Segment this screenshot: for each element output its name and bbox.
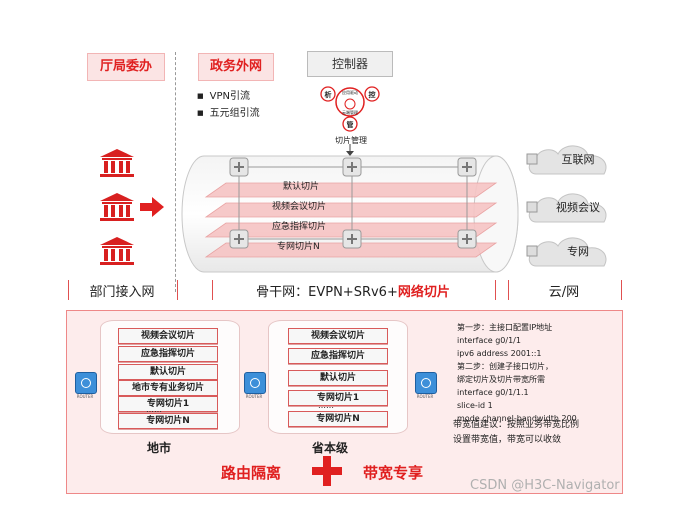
config-line: 绑定切片及切片带宽所需	[457, 375, 545, 384]
router-label: ROUTER	[245, 394, 263, 399]
ctrl-center-top-text: 应用驱动	[342, 89, 358, 95]
slice-mgmt-label: 切片管理	[335, 136, 367, 145]
bank-icon	[100, 237, 134, 265]
watermark: CSDN @H3C-Navigator	[470, 478, 620, 493]
bureau-tag: 厅局委办	[87, 53, 165, 81]
city-slice: 专网切片1	[118, 396, 218, 412]
backbone-slice-emergency: 应急指挥切片	[272, 222, 327, 232]
province-slice: 应急指挥切片	[288, 348, 388, 364]
divider-line	[175, 52, 176, 292]
router-node-icon	[457, 157, 477, 177]
bullet-5tuple: 五元组引流	[197, 105, 260, 122]
config-line: interface g0/1/1	[457, 336, 521, 345]
router-node-icon	[342, 157, 362, 177]
gov-extranet-tag: 政务外网	[198, 53, 274, 81]
config-line: 第一步：主接口配置IP地址	[457, 323, 553, 332]
bullet-vpn: VPN引流	[197, 88, 260, 105]
city-dots: ……	[146, 405, 162, 414]
ctrl-left-text: 析	[325, 90, 332, 99]
router-icon	[415, 372, 437, 394]
cloud-private: 专网	[567, 245, 589, 258]
province-label: 省本级	[312, 441, 349, 455]
router-node-icon	[229, 229, 249, 249]
city-slice: 应急指挥切片	[118, 346, 218, 362]
note-line: 带宽值建议：按照业务带宽比例	[453, 420, 580, 430]
city-slice: 地市专有业务切片	[118, 380, 218, 396]
backbone-red: 网络切片	[397, 285, 450, 300]
bullet-list: VPN引流 五元组引流	[197, 88, 260, 122]
config-block: 第一步：主接口配置IP地址 interface g0/1/1 ipv6 addr…	[457, 321, 577, 425]
config-line: slice-id 1	[457, 401, 493, 410]
router-node-icon	[229, 157, 249, 177]
controller-icon: 析 控 管 应用驱动 云端管理	[320, 86, 380, 132]
access-section-label: 部门接入网	[89, 285, 155, 300]
province-slice: 专网切片1	[288, 390, 388, 406]
ctrl-bottom-text: 管	[347, 120, 354, 129]
cloud-bracket	[508, 280, 622, 300]
config-line: interface g0/1/1.1	[457, 388, 529, 397]
backbone-prefix: 骨干网：EVPN+SRv6+	[256, 285, 398, 300]
city-slice: 视频会议切片	[118, 328, 218, 344]
cloud-group	[526, 145, 607, 267]
bank-icon	[100, 149, 134, 177]
ctrl-right-text: 控	[369, 90, 376, 99]
access-bracket	[68, 280, 178, 300]
config-line: mode channel-bandwidth 200	[457, 414, 577, 423]
bank-icon	[100, 193, 134, 221]
bandwidth-note: 带宽值建议：按照业务带宽比例 设置带宽值，带宽可以收敛	[453, 418, 579, 448]
cloud-section-label: 云/网	[548, 285, 580, 300]
province-slice: 默认切片	[288, 370, 388, 386]
router-icon	[75, 372, 97, 394]
router-node-icon	[342, 229, 362, 249]
cloud-internet: 互联网	[561, 153, 595, 166]
backbone-slice-default: 默认切片	[283, 182, 320, 192]
backbone-slice-private: 专网切片N	[277, 242, 320, 252]
backbone-cylinder	[181, 155, 519, 273]
router-node-icon	[457, 229, 477, 249]
backbone-bracket	[212, 280, 496, 300]
city-label: 地市	[147, 441, 172, 455]
router-label: ROUTER	[416, 394, 434, 399]
ctrl-center-bottom-text: 云端管理	[342, 109, 358, 115]
config-line: ipv6 address 2001::1	[457, 349, 542, 358]
controller-box: 控制器	[307, 51, 393, 77]
router-icon	[244, 372, 266, 394]
city-slice: 专网切片N	[118, 413, 218, 429]
backbone-section-label: 骨干网：EVPN+SRv6+网络切片	[212, 281, 494, 300]
bandwidth-exclusive-label: 带宽专享	[363, 464, 424, 482]
backbone-slice-video: 视频会议切片	[272, 202, 327, 212]
note-line: 设置带宽值，带宽可以收敛	[453, 435, 562, 445]
arrow-right-icon	[140, 197, 164, 217]
province-slice: 专网切片N	[288, 411, 388, 427]
config-line: 第二步：创建子接口切片，	[457, 362, 553, 371]
route-isolation-label: 路由隔离	[221, 464, 282, 482]
router-label: ROUTER	[76, 394, 94, 399]
province-dots: ……	[318, 401, 334, 410]
cloud-video: 视频会议	[556, 201, 600, 214]
plus-icon	[312, 456, 342, 486]
arrow-down-icon	[346, 144, 354, 156]
city-slice: 默认切片	[118, 364, 218, 380]
province-slice: 视频会议切片	[288, 328, 388, 344]
